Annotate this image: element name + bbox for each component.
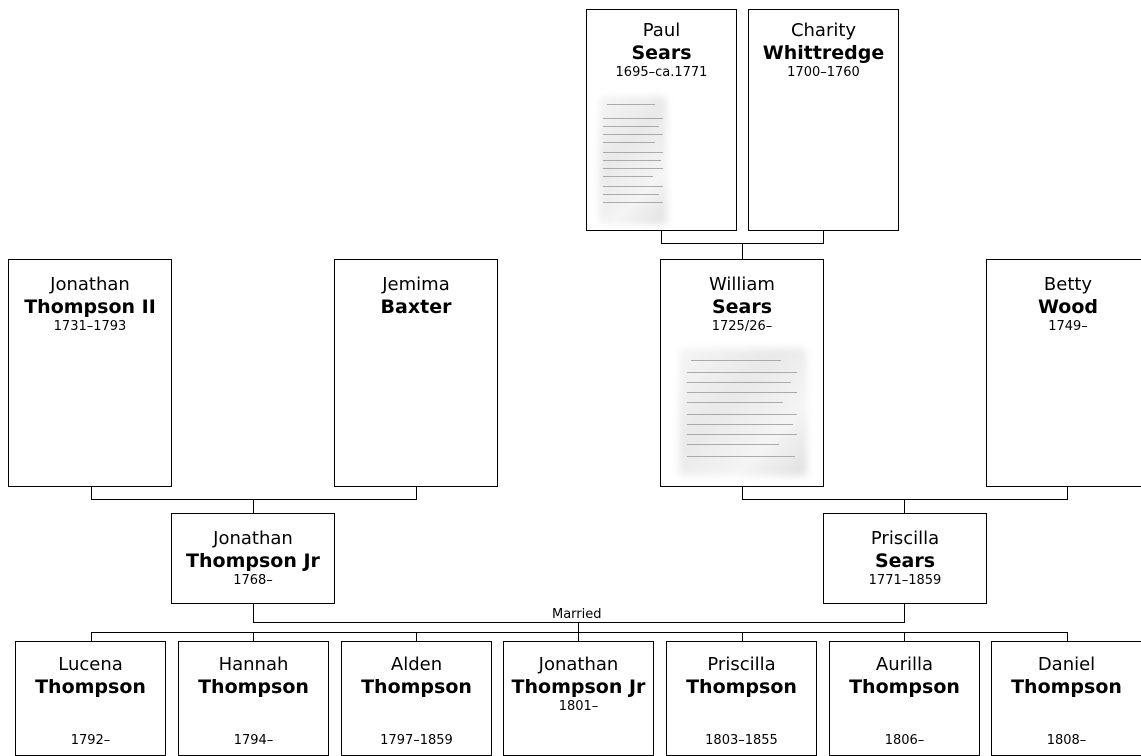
- dates: 1797–1859: [380, 733, 453, 748]
- connector-william-betty: [1067, 487, 1068, 499]
- first-name: Lucena: [58, 654, 123, 675]
- dates: 1700–1760: [787, 65, 860, 80]
- last-name: Thompson: [686, 676, 797, 698]
- first-name: Priscilla: [707, 654, 776, 675]
- connector-paul-charity: [823, 231, 824, 243]
- dates: 1794–: [233, 733, 274, 748]
- last-name: Sears: [874, 550, 936, 572]
- connector-jonathan-jemima: [91, 499, 417, 500]
- dates: 1725/26–: [711, 319, 773, 334]
- dates: 1695–ca.1771: [615, 65, 708, 80]
- first-name: William: [709, 274, 775, 295]
- connector-jonathan-jemima: [416, 487, 417, 499]
- person-card-jonathan-thompson-ii[interactable]: Jonathan Thompson II 1731–1793: [8, 259, 172, 487]
- last-name: Thompson Jr: [511, 676, 646, 698]
- dates: 1801–: [558, 699, 599, 714]
- first-name: Jemima: [382, 274, 450, 295]
- last-name: Thompson: [849, 676, 960, 698]
- connector-child: [578, 632, 579, 641]
- person-card-charity-whittredge[interactable]: Charity Whittredge 1700–1760: [748, 9, 899, 231]
- first-name: Jonathan: [538, 654, 619, 675]
- connector-marriage: [253, 622, 905, 623]
- child-card[interactable]: Jonathan Thompson Jr 1801–: [503, 641, 654, 756]
- connector-child: [1067, 632, 1068, 641]
- child-card[interactable]: Aurilla Thompson 1806–: [829, 641, 980, 756]
- first-name: Aurilla: [875, 654, 934, 675]
- connector-to-priscilla: [904, 499, 905, 513]
- last-name: Sears: [711, 296, 773, 318]
- connector-child: [904, 632, 905, 641]
- connector-marriage: [904, 604, 905, 622]
- child-card[interactable]: Daniel Thompson 1808–: [991, 641, 1141, 756]
- connector-jonathan-jemima: [91, 487, 92, 499]
- dates: 1808–: [1046, 733, 1087, 748]
- last-name: Wood: [1038, 296, 1098, 318]
- first-name: Charity: [790, 20, 857, 41]
- last-name: Baxter: [380, 296, 452, 318]
- connector-child: [91, 632, 92, 641]
- child-card[interactable]: Alden Thompson 1797–1859: [341, 641, 492, 756]
- first-name: Paul: [642, 20, 681, 41]
- married-label: Married: [550, 607, 604, 622]
- connector-william-betty: [742, 499, 1068, 500]
- dates: 1731–1793: [53, 319, 127, 334]
- last-name: Thompson: [198, 676, 309, 698]
- child-card[interactable]: Lucena Thompson 1792–: [15, 641, 166, 756]
- connector-children-bar: [91, 632, 1068, 633]
- dates: 1806–: [884, 733, 925, 748]
- child-card[interactable]: Priscilla Thompson 1803–1855: [666, 641, 817, 756]
- last-name: Thompson: [35, 676, 146, 698]
- dates: 1768–: [233, 573, 273, 588]
- connector-child: [742, 632, 743, 641]
- person-card-jemima-baxter[interactable]: Jemima Baxter: [334, 259, 498, 487]
- first-name: Betty: [1043, 274, 1093, 295]
- dates: 1803–1855: [705, 733, 778, 748]
- person-card-betty-wood[interactable]: Betty Wood 1749–: [986, 259, 1141, 487]
- dates: 1771–1859: [868, 573, 942, 588]
- person-card-paul-sears[interactable]: Paul Sears 1695–ca.1771: [586, 9, 737, 231]
- child-card[interactable]: Hannah Thompson 1794–: [178, 641, 329, 756]
- person-card-william-sears[interactable]: William Sears 1725/26–: [660, 259, 824, 487]
- connector-to-children: [578, 622, 579, 632]
- connector-child: [416, 632, 417, 641]
- connector-to-jonathan-jr: [253, 499, 254, 513]
- person-card-jonathan-thompson-jr[interactable]: Jonathan Thompson Jr 1768–: [171, 513, 335, 604]
- person-card-priscilla-sears[interactable]: Priscilla Sears 1771–1859: [823, 513, 987, 604]
- first-name: Hannah: [218, 654, 289, 675]
- dates: 1749–: [1048, 319, 1088, 334]
- first-name: Alden: [390, 654, 443, 675]
- first-name: Priscilla: [870, 528, 940, 549]
- first-name: Jonathan: [213, 528, 293, 549]
- connector-william-betty: [742, 487, 743, 499]
- last-name: Sears: [631, 42, 692, 64]
- connector-child: [253, 632, 254, 641]
- document-thumbnail[interactable]: [673, 342, 813, 482]
- last-name: Thompson: [1011, 676, 1122, 698]
- first-name: Jonathan: [50, 274, 130, 295]
- first-name: Daniel: [1037, 654, 1096, 675]
- dates: 1792–: [70, 733, 111, 748]
- last-name: Thompson Jr: [186, 550, 320, 572]
- document-thumbnail[interactable]: [593, 90, 673, 230]
- connector-to-william: [742, 243, 743, 259]
- last-name: Thompson II: [24, 296, 156, 318]
- connector-paul-charity: [661, 231, 662, 243]
- last-name: Whittredge: [762, 42, 885, 64]
- connector-marriage: [253, 604, 254, 622]
- last-name: Thompson: [361, 676, 472, 698]
